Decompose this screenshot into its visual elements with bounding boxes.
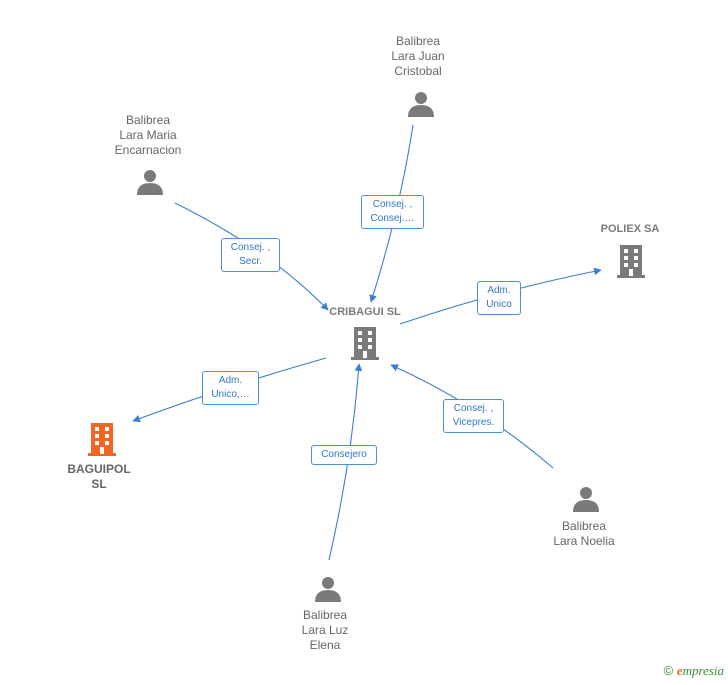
person-icon-maria[interactable] <box>136 168 164 196</box>
edge-label-baguipol: Adm. Unico,… <box>202 371 259 405</box>
person-label-juan[interactable]: Balibrea Lara Juan Cristobal <box>391 34 445 78</box>
edge-label-maria: Consej. , Secr. <box>221 238 280 272</box>
person-icon-juan[interactable] <box>407 90 435 118</box>
company-label-baguipol[interactable]: BAGUIPOL SL <box>67 462 131 491</box>
brand-initial: e <box>676 663 683 678</box>
person-label-luz[interactable]: Balibrea Lara Luz Elena <box>301 608 349 652</box>
brand-name: mpresia <box>682 663 724 678</box>
edge-label-luz: Consejero <box>311 445 377 465</box>
person-label-noelia[interactable]: Balibrea Lara Noelia <box>553 519 615 548</box>
edge-label-noelia: Consej. , Vicepres. <box>443 399 504 433</box>
person-icon-luz[interactable] <box>314 575 342 603</box>
building-icon-baguipol[interactable] <box>86 421 118 457</box>
company-label-cribagui[interactable]: CRIBAGUI SL <box>329 306 401 318</box>
edge-label-juan: Consej. , Consej.… <box>361 195 424 229</box>
empresia-footer: © empresia <box>664 663 724 679</box>
person-label-maria[interactable]: Balibrea Lara Maria Encarnacion <box>114 113 182 157</box>
building-icon-poliex[interactable] <box>615 243 647 279</box>
building-icon-cribagui[interactable] <box>349 325 381 361</box>
edge-label-poliex: Adm. Unico <box>477 281 521 315</box>
person-icon-noelia[interactable] <box>572 485 600 513</box>
company-label-poliex[interactable]: POLIEX SA <box>600 223 660 235</box>
copyright-symbol: © <box>663 663 674 678</box>
